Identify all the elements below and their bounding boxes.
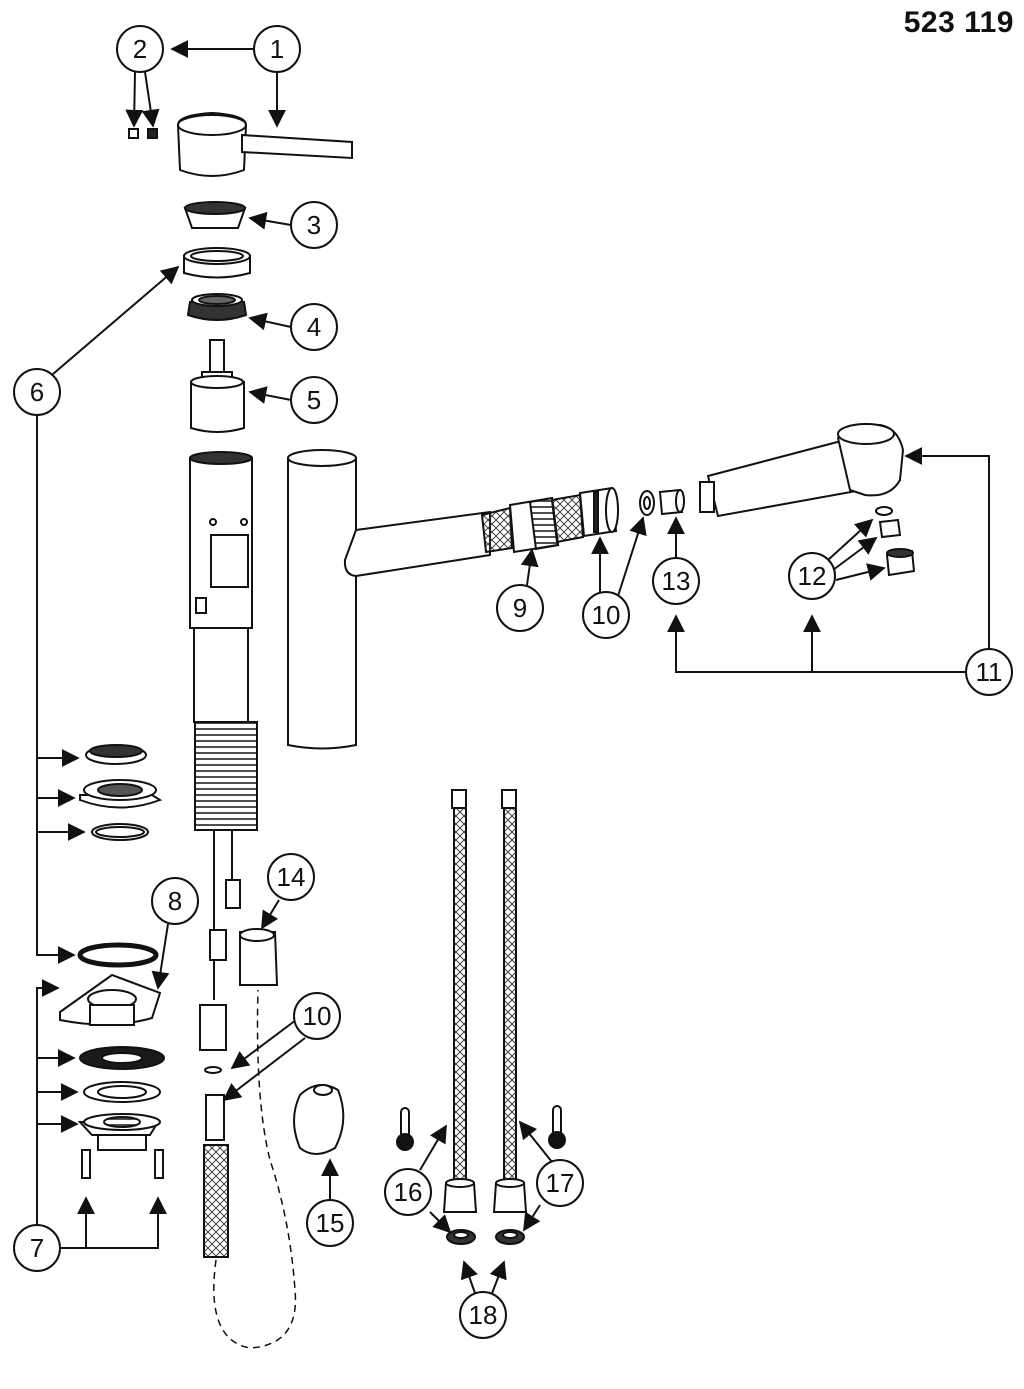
supply-hose-cold	[442, 789, 478, 1213]
svg-text:2: 2	[133, 34, 147, 64]
callout-15: 15	[306, 1199, 354, 1247]
hose-coupling	[480, 493, 585, 554]
mounting-kit	[77, 1046, 165, 1179]
hose-loop-dashed	[213, 989, 297, 1349]
svg-text:8: 8	[168, 886, 182, 916]
svg-text:18: 18	[469, 1300, 498, 1330]
adapter-nuts	[446, 1229, 525, 1245]
pull-out-spray-head	[699, 423, 905, 518]
svg-text:1: 1	[270, 34, 284, 64]
svg-text:10: 10	[592, 600, 621, 630]
svg-text:15: 15	[316, 1208, 345, 1238]
callout-8: 8	[151, 877, 199, 925]
callout-16: 16	[384, 1168, 432, 1216]
washer-and-filter	[639, 488, 685, 516]
hose-weight	[293, 1084, 345, 1155]
lever-handle	[176, 111, 353, 177]
supply-hose-hot	[492, 789, 528, 1213]
svg-text:3: 3	[307, 210, 321, 240]
callout-10-upper: 10	[582, 591, 630, 639]
callout-7: 7	[13, 1224, 61, 1272]
callout-3: 3	[290, 201, 338, 249]
callout-14: 14	[267, 853, 315, 901]
svg-text:10: 10	[303, 1001, 332, 1031]
svg-text:4: 4	[307, 312, 321, 342]
svg-text:11: 11	[976, 657, 1003, 687]
mounting-rings	[79, 744, 163, 841]
callout-11: 11	[965, 648, 1013, 696]
cartridge-nut	[186, 293, 248, 321]
o-ring	[77, 942, 159, 968]
mixing-cartridge	[190, 339, 245, 433]
thermometer-hot-icon	[548, 1105, 566, 1149]
callout-10-lower: 10	[293, 992, 341, 1040]
svg-text:7: 7	[30, 1233, 44, 1263]
callout-2: 2	[116, 25, 164, 73]
faucet-body	[189, 451, 258, 1051]
thermometer-cold-icon	[396, 1107, 414, 1151]
trim-ring	[183, 247, 251, 279]
callouts: 1 2 3 4 5 6 7 8 9 10 10 11 12 13 14 15 1…	[13, 25, 1013, 1339]
callout-17: 17	[536, 1159, 584, 1207]
callout-5: 5	[290, 376, 338, 424]
part-number: 523 119	[903, 6, 1014, 39]
callout-9: 9	[496, 584, 544, 632]
callout-1: 1	[253, 25, 301, 73]
svg-text:6: 6	[30, 377, 44, 407]
callout-4: 4	[290, 303, 338, 351]
callout-12: 12	[788, 552, 836, 600]
svg-text:14: 14	[277, 862, 306, 892]
svg-text:17: 17	[546, 1168, 575, 1198]
callout-6: 6	[13, 368, 61, 416]
hose-clip	[239, 928, 279, 986]
callout-13: 13	[652, 557, 700, 605]
svg-text:12: 12	[798, 561, 827, 591]
cover-cap	[183, 201, 247, 229]
svg-text:16: 16	[394, 1177, 423, 1207]
grub-screws	[128, 128, 158, 139]
spout-body	[287, 449, 491, 750]
callout-18: 18	[459, 1291, 507, 1339]
pull-out-hose	[203, 1066, 229, 1258]
aerator-set	[875, 506, 916, 577]
svg-text:13: 13	[662, 566, 691, 596]
leader-lines	[36, 40, 990, 1297]
hose-connector	[578, 486, 619, 538]
triangular-base-plate	[59, 973, 162, 1026]
svg-text:9: 9	[513, 593, 527, 623]
svg-text:5: 5	[307, 385, 321, 415]
